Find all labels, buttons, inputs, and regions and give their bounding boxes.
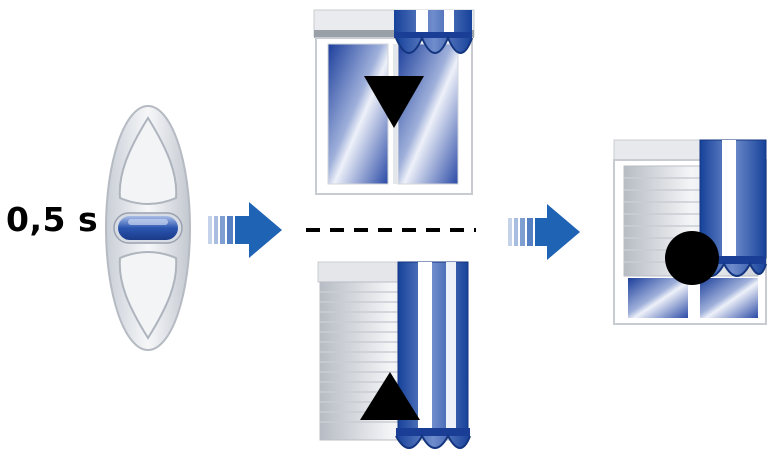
remote-up-button[interactable] <box>118 116 178 205</box>
triangle-down-icon <box>364 76 424 128</box>
window-awning-closed <box>317 261 471 449</box>
arrow-right-icon <box>208 202 282 258</box>
window-awning-stopped <box>613 139 767 325</box>
duration-label: 0,5 s <box>6 200 99 239</box>
triangle-up-icon <box>360 372 420 420</box>
remote-control <box>105 105 191 351</box>
stop-circle-icon <box>665 231 719 285</box>
window-awning-open <box>313 9 475 195</box>
arrow-right-icon <box>508 204 580 260</box>
remote-down-button[interactable] <box>118 251 178 340</box>
